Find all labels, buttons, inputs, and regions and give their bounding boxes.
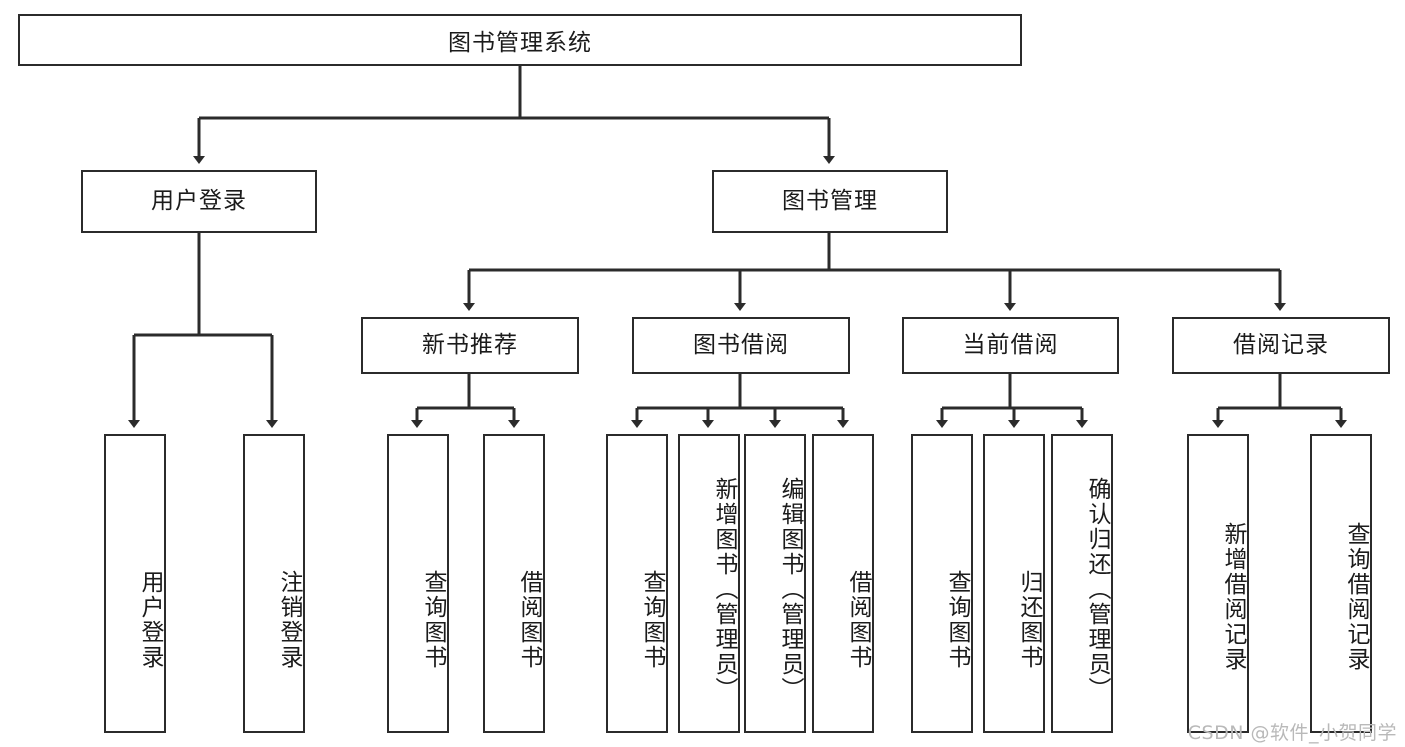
- node-new-book-recommend-label: 新书推荐: [422, 331, 518, 358]
- leaf-label: 借阅图书: [845, 569, 871, 670]
- edges-book-borrow: [631, 374, 849, 428]
- node-book-borrow[interactable]: 图书借阅: [632, 317, 850, 374]
- node-user-login[interactable]: 用户登录: [81, 170, 317, 233]
- leaf-query-book-recommend[interactable]: 查询图书: [387, 434, 449, 733]
- node-current-borrow[interactable]: 当前借阅: [902, 317, 1119, 374]
- edges-user-login: [128, 233, 278, 428]
- leaf-edit-book-admin[interactable]: 编辑图书（管理员）: [744, 434, 806, 733]
- leaf-add-book-admin[interactable]: 新增图书（管理员）: [678, 434, 740, 733]
- leaf-label: 查询借阅记录: [1343, 521, 1369, 672]
- leaf-borrow-book[interactable]: 借阅图书: [812, 434, 874, 733]
- node-borrow-record-label: 借阅记录: [1233, 331, 1329, 358]
- node-new-book-recommend[interactable]: 新书推荐: [361, 317, 579, 374]
- edges-borrow-record: [1212, 374, 1347, 428]
- leaf-borrow-book-recommend[interactable]: 借阅图书: [483, 434, 545, 733]
- node-root-label: 图书管理系统: [448, 30, 592, 56]
- leaf-label: 用户登录: [137, 569, 163, 670]
- leaf-user-login[interactable]: 用户登录: [104, 434, 166, 733]
- leaf-label: 查询图书: [944, 569, 970, 670]
- leaf-label: 借阅图书: [516, 569, 542, 670]
- leaf-confirm-return-admin[interactable]: 确认归还（管理员）: [1051, 434, 1113, 733]
- edges-root: [193, 66, 835, 164]
- leaf-label: 查询图书: [420, 569, 446, 670]
- leaf-query-book-current[interactable]: 查询图书: [911, 434, 973, 733]
- node-root-book-management-system[interactable]: 图书管理系统: [18, 14, 1022, 66]
- leaf-query-borrow-record[interactable]: 查询借阅记录: [1310, 434, 1372, 733]
- leaf-query-book-borrow[interactable]: 查询图书: [606, 434, 668, 733]
- node-book-management[interactable]: 图书管理: [712, 170, 948, 233]
- leaf-label: 查询图书: [639, 569, 665, 670]
- leaf-add-borrow-record[interactable]: 新增借阅记录: [1187, 434, 1249, 733]
- leaf-label: 注销登录: [276, 569, 302, 670]
- edges-new-book-recommend: [411, 374, 520, 428]
- node-book-management-label: 图书管理: [782, 187, 878, 214]
- leaf-logout-login[interactable]: 注销登录: [243, 434, 305, 733]
- edges-current-borrow: [936, 374, 1088, 428]
- leaf-label: 编辑图书（管理员）: [777, 477, 803, 702]
- leaf-label: 新增借阅记录: [1220, 521, 1246, 672]
- leaf-label: 归还图书: [1016, 569, 1042, 670]
- leaf-label: 确认归还（管理员）: [1084, 477, 1110, 702]
- node-user-login-label: 用户登录: [151, 187, 247, 214]
- edges-book-management: [463, 233, 1286, 311]
- node-current-borrow-label: 当前借阅: [962, 331, 1059, 358]
- csdn-watermark: CSDN @软件_小贺同学: [1187, 722, 1397, 744]
- node-book-borrow-label: 图书借阅: [693, 331, 789, 358]
- node-borrow-record[interactable]: 借阅记录: [1172, 317, 1390, 374]
- leaf-return-book[interactable]: 归还图书: [983, 434, 1045, 733]
- leaf-label: 新增图书（管理员）: [711, 477, 737, 702]
